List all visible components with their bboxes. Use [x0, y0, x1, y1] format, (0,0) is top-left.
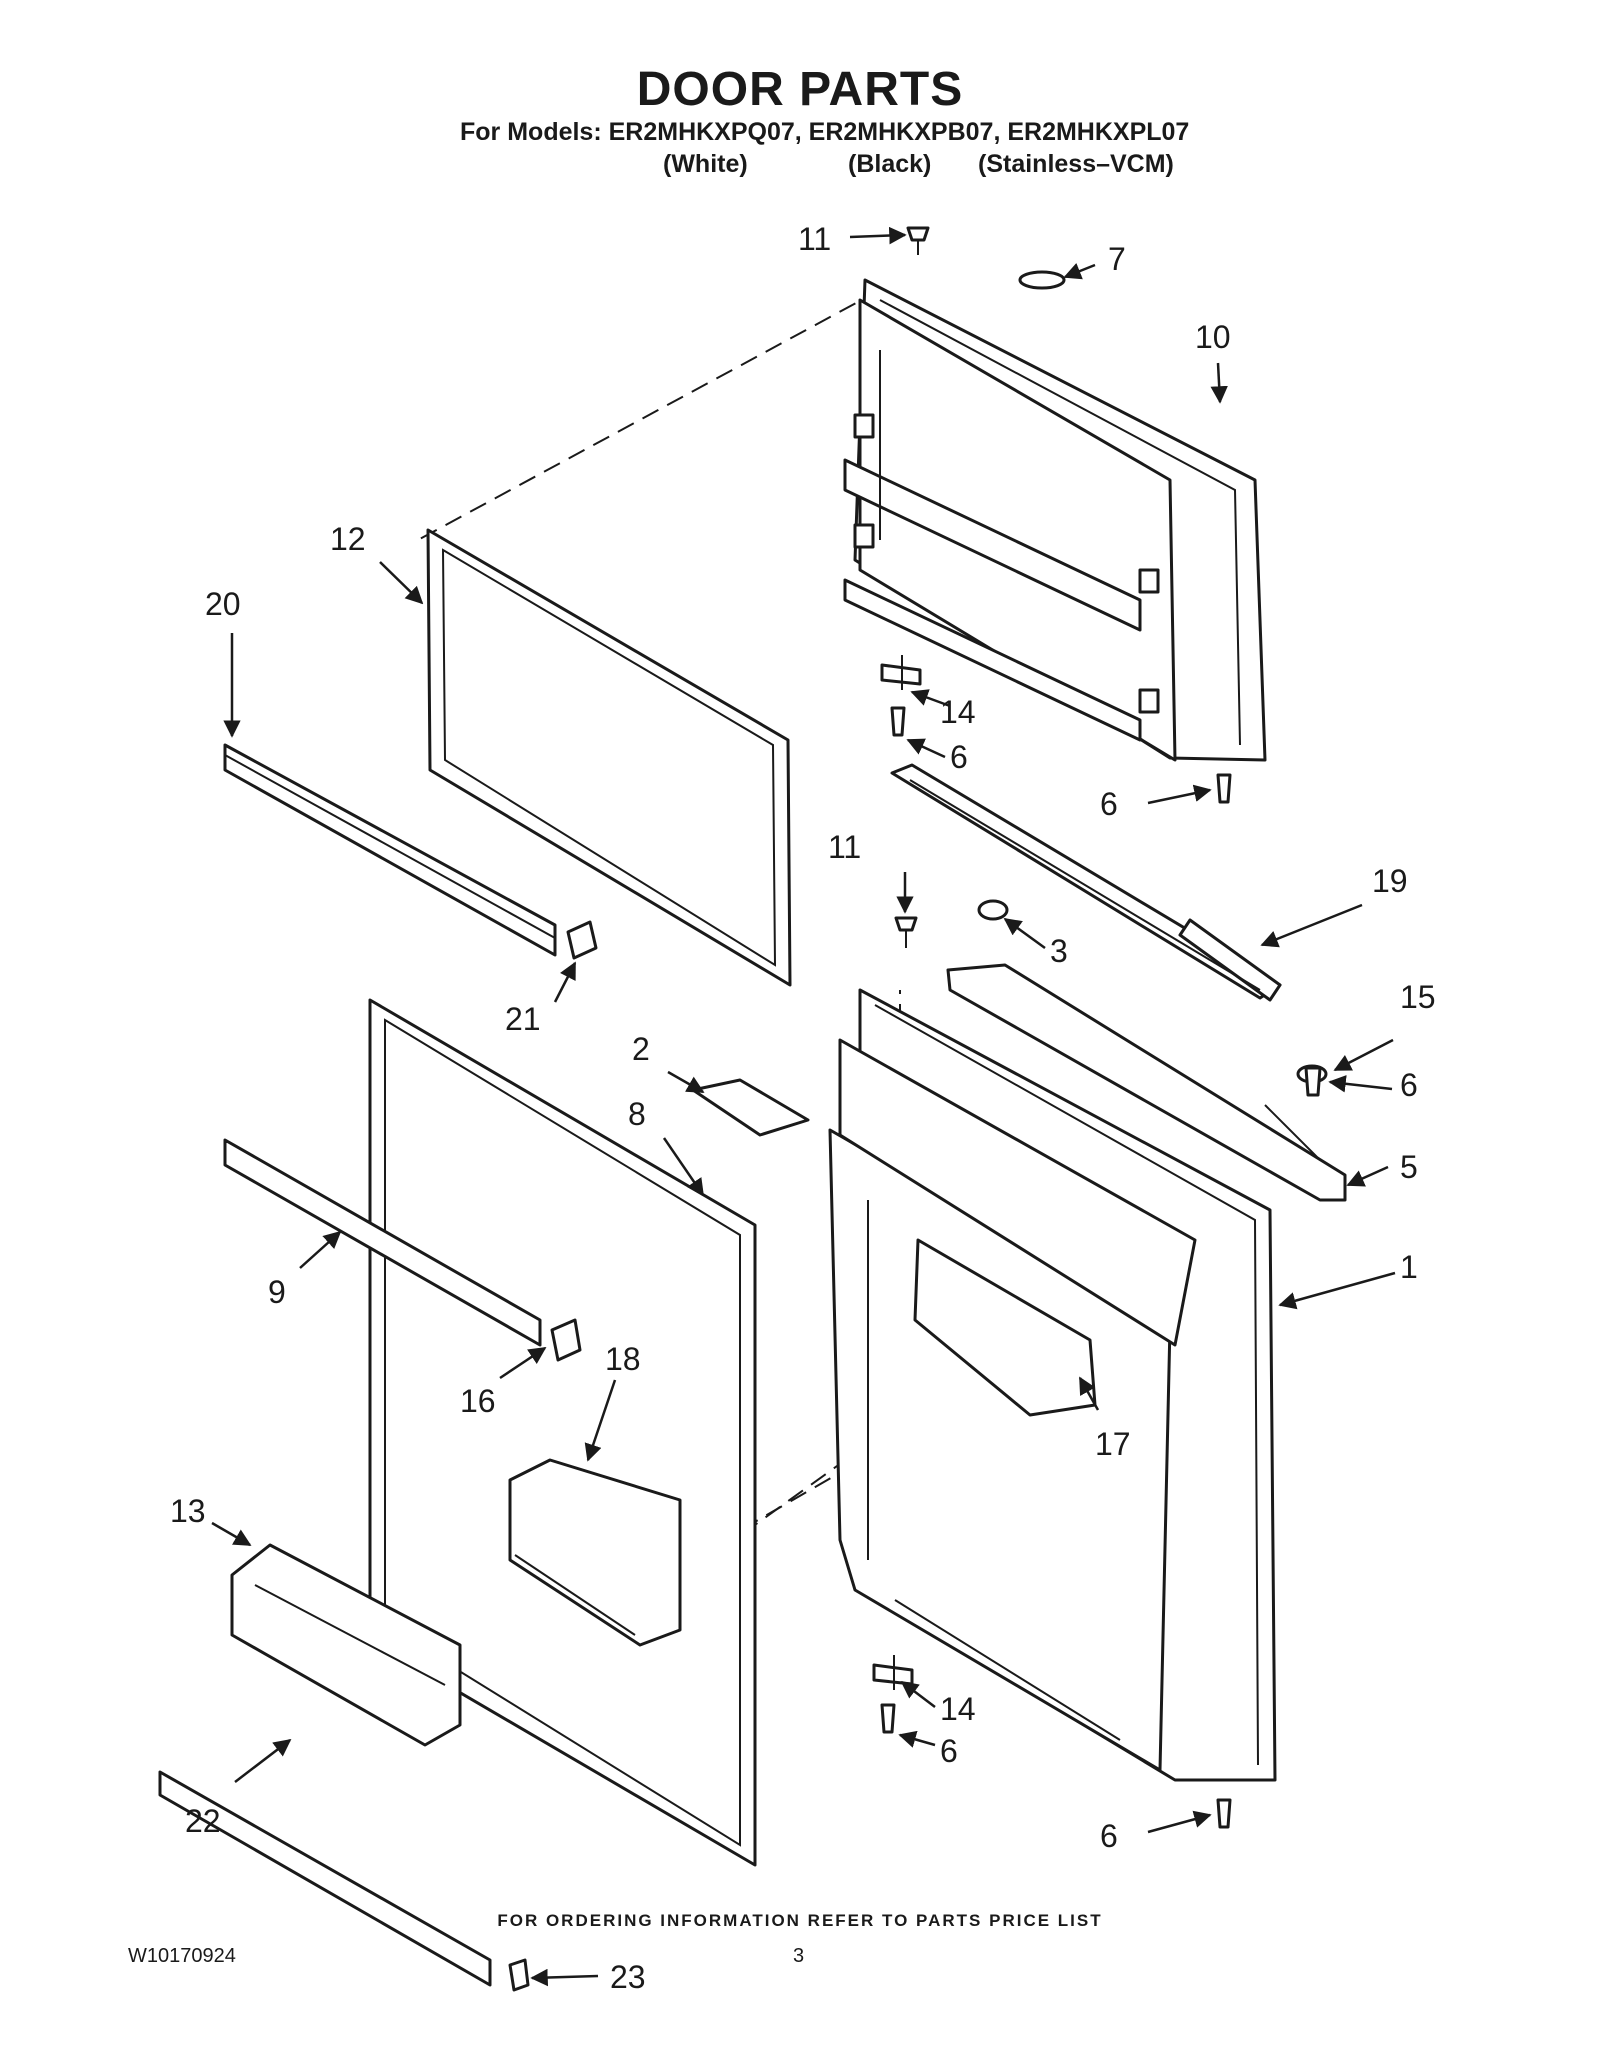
callout-6-a: 6: [950, 739, 968, 775]
part-end-cap-upper: [566, 920, 598, 960]
ordering-note: FOR ORDERING INFORMATION REFER TO PARTS …: [497, 1911, 1103, 1930]
part-bottom-shelf-bar: [158, 1770, 492, 1987]
callout-15-top: 14: [940, 694, 976, 730]
callout-13: 12: [330, 521, 366, 557]
callout-7: 8: [628, 1096, 646, 1132]
callout-17: 16: [460, 1383, 496, 1419]
part-freezer-gasket: [426, 528, 792, 987]
callout-10: 9: [268, 1274, 286, 1310]
part-end-cap-lower: [508, 1958, 530, 1992]
callout-8: 17: [1095, 1426, 1131, 1462]
part-freezer-shelf-bar: [223, 743, 557, 957]
part-hinge-pin-upper: [906, 226, 930, 255]
part-door-shelf-bar: [223, 1138, 542, 1347]
callout-6-e: 6: [1100, 1818, 1118, 1854]
part-screw-4: [880, 1703, 896, 1734]
callout-18: 23: [610, 1959, 646, 1995]
part-hinge-pin-lower: [894, 916, 918, 948]
callout-6-d: 6: [940, 1733, 958, 1769]
variant-white: (White): [663, 150, 748, 178]
part-screw-5: [1216, 1798, 1232, 1829]
callout-labels: 11 7 10 12 20 14 6 6 11 19 3 21 2 15 6 8…: [170, 221, 1436, 1995]
callout-15-bottom: 14: [940, 1691, 976, 1727]
callout-20: 19: [1372, 863, 1408, 899]
callout-2: 2: [632, 1031, 650, 1067]
part-hole-plug: [977, 899, 1009, 921]
page-number: 3: [793, 1945, 805, 1967]
callout-22: 21: [505, 1001, 541, 1037]
variant-stainless: (Stainless–VCM): [978, 150, 1174, 178]
part-fresh-food-door: [828, 988, 1277, 1782]
callout-9: 7: [1108, 241, 1126, 277]
callout-1: 1: [1400, 1249, 1418, 1285]
callout-3: 3: [1050, 933, 1068, 969]
leader-lines: [211, 226, 1396, 1987]
callout-6-b: 6: [1100, 786, 1118, 822]
part-fresh-food-gasket: [368, 998, 757, 1867]
variant-black: (Black): [848, 150, 932, 178]
part-screw-3: [1304, 1066, 1322, 1097]
callout-21: 20: [205, 586, 241, 622]
part-door-bin: [230, 1543, 462, 1747]
part-shelf-cap: [691, 1078, 810, 1137]
document-number: W10170924: [128, 1945, 236, 1967]
part-screw-2: [1216, 773, 1232, 804]
callout-6-c: 6: [1400, 1067, 1418, 1103]
callout-23: 22: [185, 1803, 221, 1839]
callout-19: 18: [605, 1341, 641, 1377]
part-end-cap-middle: [550, 1318, 582, 1362]
part-handle-trim: [890, 763, 1282, 1002]
part-door-stop-upper: [880, 655, 922, 690]
part-screw-1: [890, 706, 906, 737]
callout-5: 5: [1400, 1149, 1418, 1185]
part-freezer-door-liner: [843, 278, 1267, 762]
callout-14: 13: [170, 1493, 206, 1529]
callout-12-mid: 11: [828, 829, 861, 865]
part-plug-button: [1018, 270, 1066, 290]
models-line: For Models: ER2MHKXPQ07, ER2MHKXPB07, ER…: [460, 118, 1190, 146]
part-dairy-door: [508, 1458, 682, 1647]
callout-11: 10: [1195, 319, 1231, 355]
callout-16: 15: [1400, 979, 1436, 1015]
page-title: DOOR PARTS: [636, 63, 964, 116]
part-door-end-cap: [946, 963, 1347, 1202]
callout-12-top: 11: [798, 221, 831, 257]
